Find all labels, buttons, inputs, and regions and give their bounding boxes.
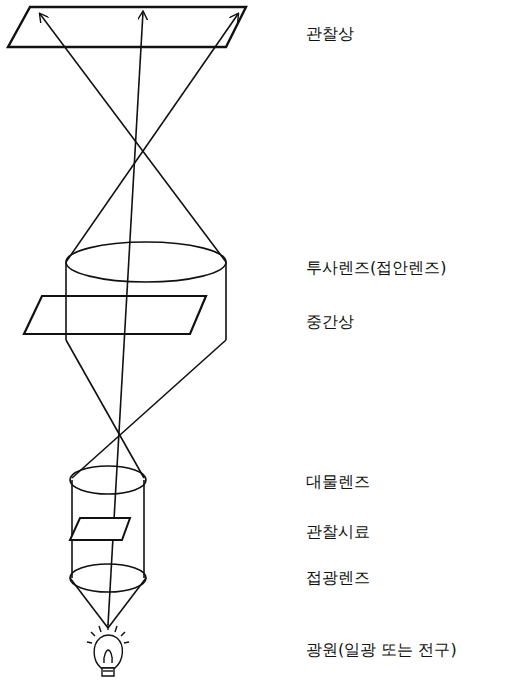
condenser-lens [70, 564, 146, 592]
projection-lens [66, 242, 226, 282]
part-label: 관찰시료 [306, 522, 370, 541]
image-plane [8, 7, 246, 47]
part-label: 투사렌즈(접안렌즈) [306, 258, 446, 277]
objective-lens [70, 466, 146, 494]
light-bulb [87, 624, 129, 676]
part-label: 중간상 [306, 312, 354, 331]
part-label: 광원(일광 또는 전구) [306, 640, 457, 659]
sample-slide [70, 518, 130, 540]
part-label: 관찰상 [306, 24, 354, 43]
intermediate-image [24, 296, 206, 334]
part-label: 대물렌즈 [306, 472, 370, 491]
part-label: 접광렌즈 [306, 568, 370, 587]
